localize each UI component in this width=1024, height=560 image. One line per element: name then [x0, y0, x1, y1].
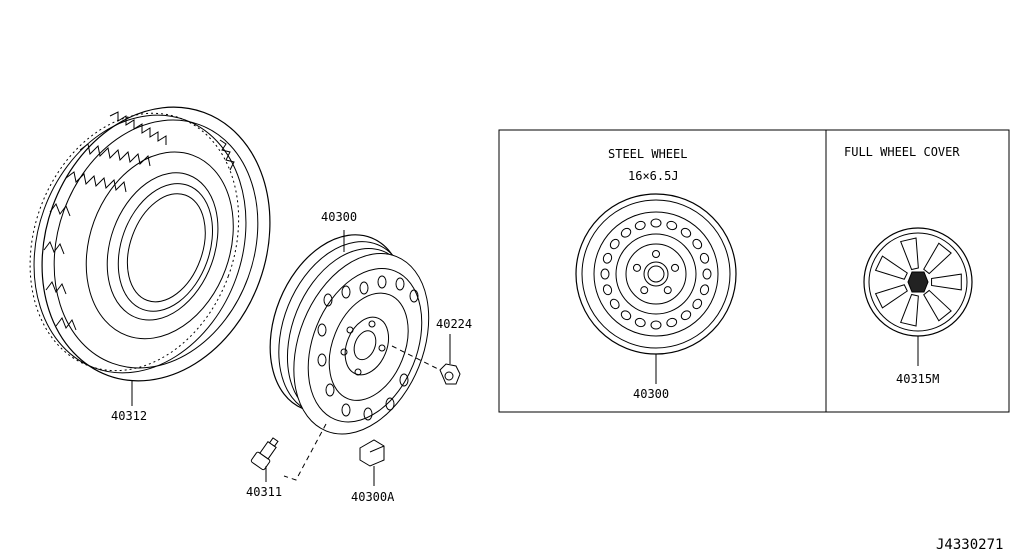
vent-hole: [666, 317, 678, 328]
vent-hole: [602, 252, 613, 264]
weight-drawing: [359, 439, 385, 486]
vent-hole: [692, 298, 703, 310]
tire-drawing: [29, 106, 271, 406]
vent-hole: [634, 317, 646, 328]
valve-part-number: 40311: [246, 485, 282, 499]
vent-hole: [666, 220, 678, 231]
wheel-cover-title: FULL WHEEL COVER: [844, 145, 960, 159]
wheel-cover-drawing: [863, 227, 973, 366]
vent-hole: [680, 227, 692, 238]
wheel-cover-panel: FULL WHEEL COVER 40315M: [844, 145, 973, 386]
tire-part-number: 40312: [111, 409, 147, 423]
vent-hole: [620, 310, 632, 321]
wheel-drawing: [269, 230, 430, 435]
bolt-hole: [652, 250, 660, 258]
valve-drawing: [250, 423, 327, 482]
vent-hole: [692, 238, 703, 250]
wheel-part-number: 40300: [321, 210, 357, 224]
vent-hole: [600, 268, 610, 280]
cover-spoke: [900, 237, 919, 271]
weight-part-number: 40300A: [351, 490, 395, 504]
wheel-cover-part-number: 40315M: [896, 372, 939, 386]
steel-wheel-size: 16×6.5J: [628, 169, 679, 183]
variants-panel: [498, 129, 1010, 413]
vent-hole: [634, 220, 646, 231]
vent-hole: [609, 298, 620, 310]
cover-spoke: [900, 293, 919, 327]
cover-spoke: [874, 284, 908, 309]
drawing-id: J4330271: [936, 537, 1003, 553]
steel-wheel-drawing: [575, 193, 737, 384]
cover-spoke: [931, 273, 962, 291]
steel-wheel-title: STEEL WHEEL: [608, 147, 687, 161]
cover-spoke: [874, 255, 908, 280]
vent-hole: [699, 252, 710, 264]
cover-spoke: [923, 242, 952, 275]
steel-wheel-panel: STEEL WHEEL 16×6.5J 40300: [575, 147, 737, 401]
bolt-hole: [640, 286, 649, 295]
vent-hole: [702, 268, 712, 280]
bolt-hole: [632, 263, 641, 272]
vent-hole: [680, 310, 692, 321]
vent-hole: [699, 284, 710, 296]
vent-hole: [650, 320, 662, 330]
bolt-hole: [671, 263, 680, 272]
vent-hole: [602, 284, 613, 296]
vent-hole: [620, 227, 632, 238]
cover-spoke: [923, 289, 952, 322]
steel-wheel-part-number: 40300: [633, 387, 669, 401]
nut-drawing: [391, 334, 461, 385]
bolt-hole: [663, 286, 672, 295]
nut-part-number: 40224: [436, 317, 472, 331]
vent-hole: [650, 218, 662, 228]
vent-hole: [609, 238, 620, 250]
